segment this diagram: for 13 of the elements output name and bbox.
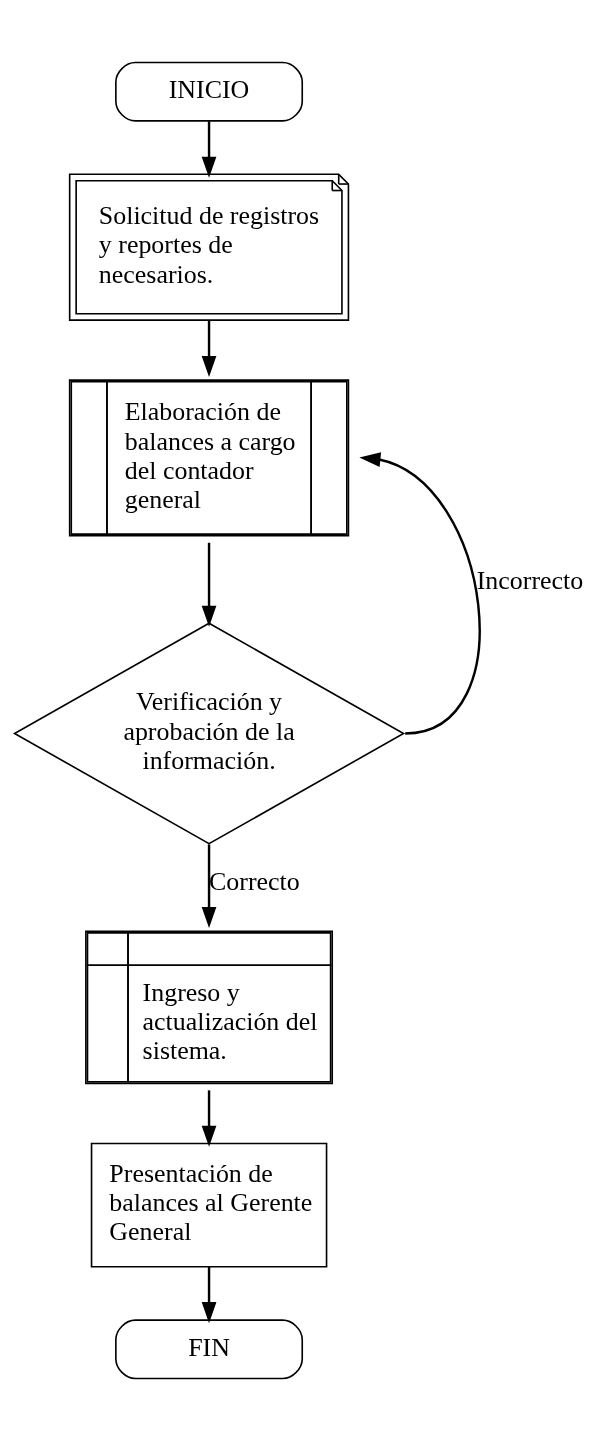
arrow — [201, 843, 217, 928]
arrow — [201, 120, 217, 178]
arrow — [359, 451, 481, 735]
node-box: Presentación de balances al Gerente General — [90, 1142, 328, 1267]
edge-label: Incorrecto — [476, 565, 584, 595]
arrow — [201, 319, 217, 377]
edge-label: Correcto — [209, 866, 300, 896]
arrow — [201, 1266, 217, 1323]
node-box: FIN — [115, 1318, 304, 1379]
arrow — [201, 542, 217, 627]
arrow — [201, 1089, 217, 1147]
node-box: INICIO — [115, 61, 304, 122]
node-diamond: Verificación y aprobación de la información. — [12, 621, 406, 845]
